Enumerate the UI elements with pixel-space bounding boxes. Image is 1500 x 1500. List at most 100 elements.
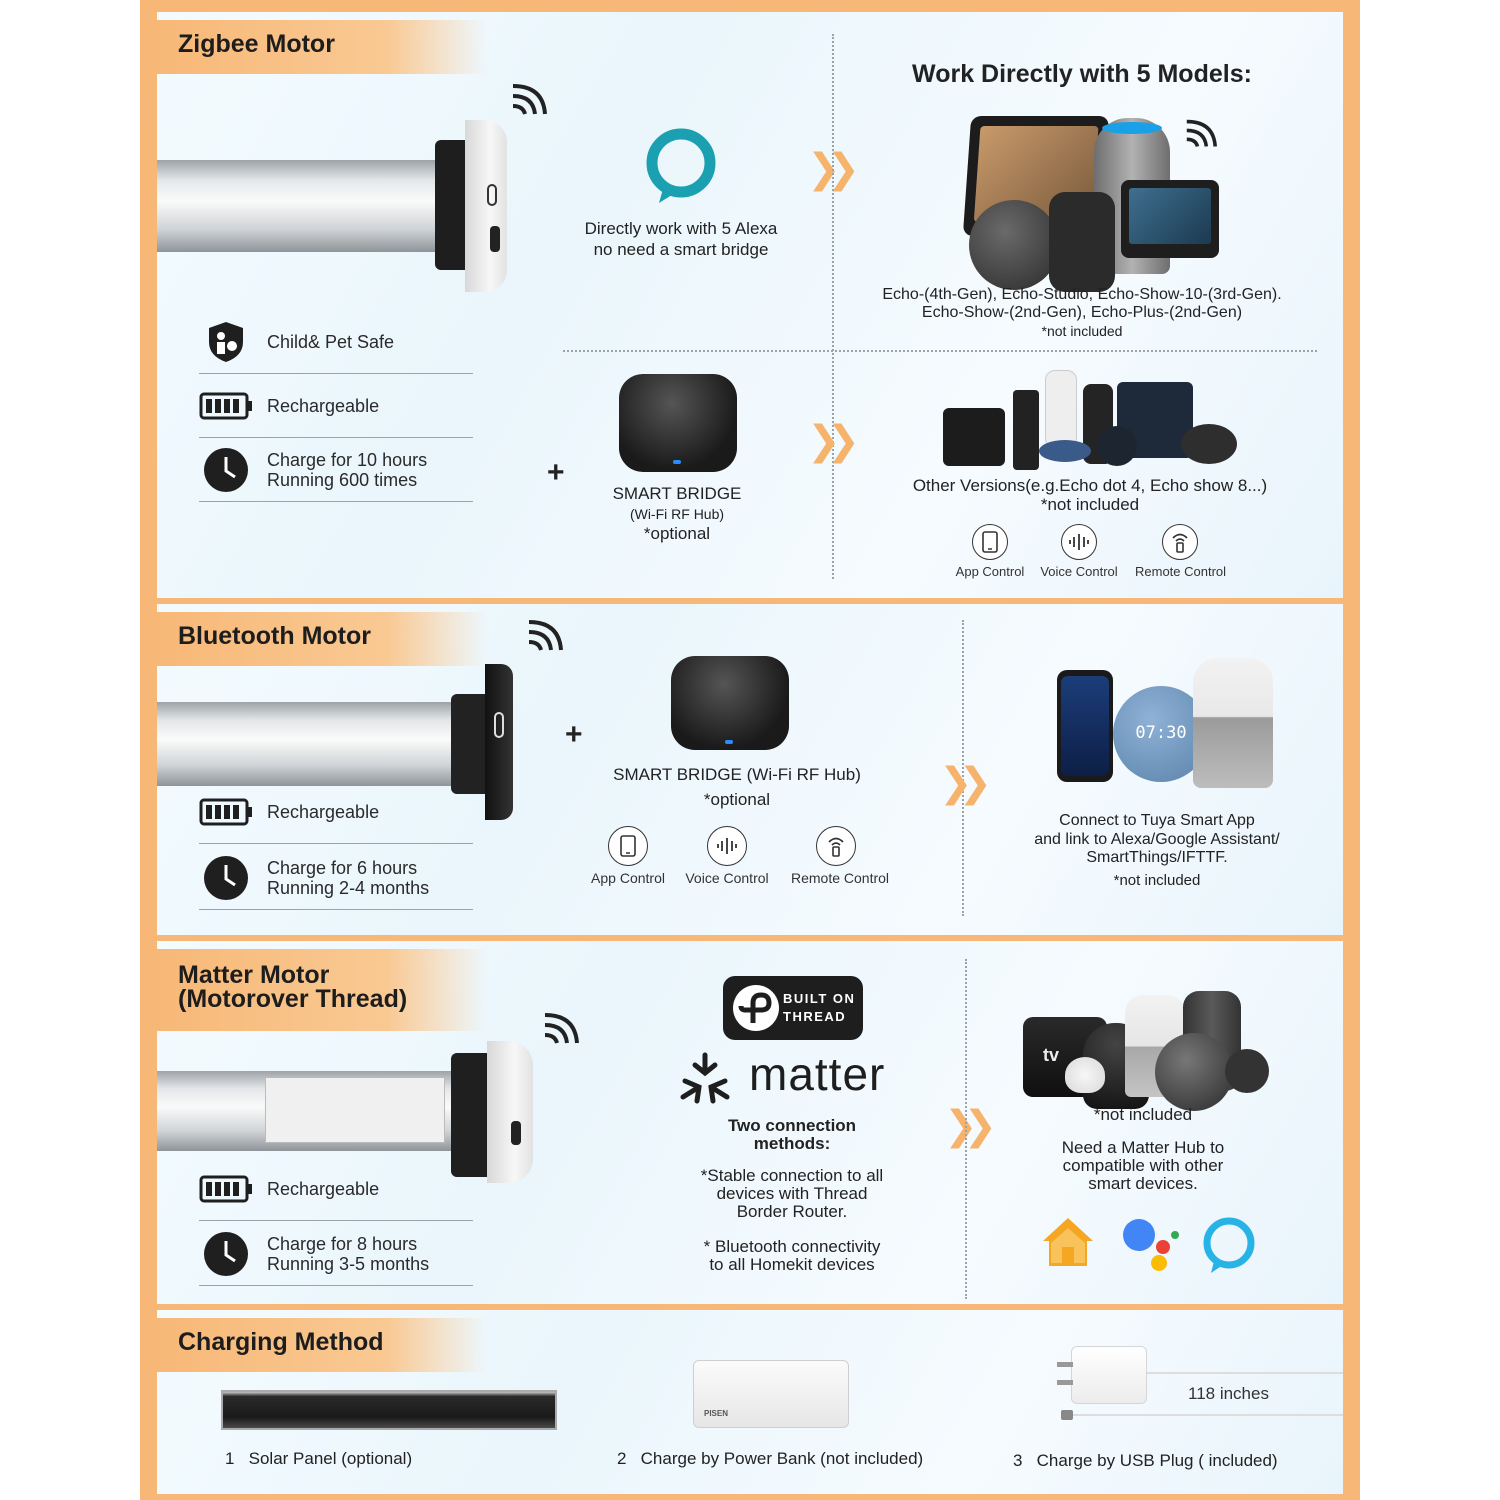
echo-show-2nd-gen-device xyxy=(1121,180,1219,258)
charging-item-1: 1 Solar Panel (optional) xyxy=(225,1449,413,1468)
charge-hours-text: Charge for 8 hours xyxy=(267,1233,418,1254)
smartphone-device xyxy=(1057,670,1113,782)
hub-not-included: *not included xyxy=(1093,1105,1193,1124)
battery-icon xyxy=(199,792,253,832)
feature-label: Charge for 6 hours Running 2-4 months xyxy=(267,858,429,898)
battery-icon xyxy=(199,386,253,426)
models-list: Echo-(4th-Gen), Echo-Studio, Echo-Show-1… xyxy=(882,286,1282,339)
echo-show-5-device xyxy=(943,408,1005,466)
zigbee-motor-endcap xyxy=(465,120,507,292)
echo-white-device xyxy=(1045,370,1077,448)
charging-panel: Charging Method PISEN 118 inches 1 Solar… xyxy=(157,1310,1343,1494)
smart-bridge-device xyxy=(619,374,737,472)
charging-title: Charging Method xyxy=(157,1318,487,1372)
plus-sign: + xyxy=(565,718,583,751)
models-title: Work Directly with 5 Models: xyxy=(912,60,1252,88)
usb-plug-image xyxy=(1071,1346,1147,1404)
voice-wave-icon xyxy=(1061,524,1097,560)
bluetooth-title: Bluetooth Motor xyxy=(157,612,487,666)
remote-signal-icon xyxy=(816,826,856,866)
remote-control-item: Remote Control xyxy=(791,826,889,886)
clock-icon xyxy=(199,855,253,900)
bluetooth-connectivity-text: * Bluetooth connectivity to all Homekit … xyxy=(703,1237,881,1274)
phone-app-icon xyxy=(608,826,648,866)
smart-bridge-device xyxy=(671,656,789,750)
thread-logo-icon xyxy=(733,985,779,1031)
charging-item-2: 2 Charge by Power Bank (not included) xyxy=(617,1449,924,1468)
voice-control-item: Voice Control xyxy=(682,826,772,886)
plus-sign: + xyxy=(547,456,565,489)
child-pet-safe-icon xyxy=(199,321,253,362)
feature-label: Rechargeable xyxy=(267,801,380,822)
google-home-device xyxy=(1193,658,1273,788)
feature-rechargeable: Rechargeable xyxy=(199,374,473,438)
feature-label: Charge for 8 hours Running 3-5 months xyxy=(267,1234,429,1274)
bluetooth-motor-endcap xyxy=(485,664,513,820)
clock-display: 07:30 xyxy=(1135,723,1187,743)
cable-length: 118 inches xyxy=(1188,1384,1269,1403)
chevron-right-icon: ❯❯ xyxy=(939,760,992,806)
zigbee-charge-port-icon xyxy=(490,226,500,252)
alexa-logo-icon xyxy=(646,128,716,203)
apple-tv-label: tv xyxy=(1043,1045,1060,1065)
echo-studio-device xyxy=(1049,192,1115,292)
feature-label: Charge for 10 hours Running 600 times xyxy=(267,450,427,490)
clock-icon xyxy=(199,447,253,492)
echo-device xyxy=(1013,390,1039,470)
cable-line xyxy=(1147,1372,1343,1374)
app-control-item: App Control xyxy=(945,524,1035,579)
running-times-text: Running 600 times xyxy=(267,469,418,490)
usb-c-connector-icon xyxy=(1061,1410,1073,1420)
plug-prong xyxy=(1057,1380,1073,1385)
zigbee-title: Zigbee Motor xyxy=(157,20,487,74)
homepod-mini-device xyxy=(1065,1057,1105,1093)
battery-icon xyxy=(199,1169,253,1209)
app-control-item: App Control xyxy=(583,826,673,886)
echo-dot-4-device xyxy=(1181,424,1237,464)
echo-dot-device xyxy=(1225,1049,1269,1093)
matter-panel: Matter Motor (Motorover Thread) Recharge… xyxy=(157,941,1343,1304)
bluetooth-usb-port-icon xyxy=(494,712,504,738)
zigbee-usb-port-icon xyxy=(487,184,497,206)
chevron-right-icon: ❯❯ xyxy=(944,1103,997,1149)
alexa-icon xyxy=(1203,1217,1255,1273)
feature-label: Rechargeable xyxy=(267,395,380,416)
feature-charge-time: Charge for 6 hours Running 2-4 months xyxy=(199,846,473,910)
matter-charge-port-icon xyxy=(511,1121,521,1145)
horizontal-divider xyxy=(563,350,1317,352)
apple-home-icon xyxy=(1043,1218,1093,1266)
stable-connection-text: *Stable connection to all devices with T… xyxy=(700,1166,884,1221)
zigbee-wifi-signal-icon xyxy=(512,84,547,115)
matter-title: Matter Motor (Motorover Thread) xyxy=(157,949,487,1031)
matter-hub-text: Need a Matter Hub to compatible with oth… xyxy=(1061,1138,1225,1193)
vertical-divider xyxy=(965,959,967,1299)
remote-signal-icon xyxy=(1162,524,1198,560)
feature-charge-time: Charge for 8 hours Running 3-5 months xyxy=(199,1222,473,1286)
bluetooth-wifi-signal-icon xyxy=(528,620,563,651)
bluetooth-motor-tube xyxy=(157,702,457,786)
matter-motor-endcap xyxy=(487,1041,533,1183)
echo-4th-gen-device xyxy=(969,200,1059,290)
echo-spot-device xyxy=(1097,426,1137,466)
voice-wave-icon xyxy=(707,826,747,866)
chevron-right-icon: ❯❯ xyxy=(807,146,860,192)
cable-line xyxy=(1069,1414,1343,1416)
vertical-divider xyxy=(832,34,834,579)
echo-dot-device xyxy=(1039,440,1091,462)
bluetooth-panel: Bluetooth Motor Rechargeable Charge for … xyxy=(157,604,1343,935)
voice-control-item: Voice Control xyxy=(1034,524,1124,579)
plug-prong xyxy=(1057,1362,1073,1367)
running-months-text: Running 3-5 months xyxy=(267,1253,430,1274)
matter-wordmark: matter xyxy=(749,1048,886,1100)
running-months-text: Running 2-4 months xyxy=(267,877,430,898)
vertical-divider xyxy=(962,620,964,916)
feature-charge-time: Charge for 10 hours Running 600 times xyxy=(199,438,473,502)
smart-bridge-label: SMART BRIDGE (Wi-Fi RF Hub) *optional xyxy=(613,765,861,809)
matter-wifi-signal-icon xyxy=(544,1013,579,1044)
charge-hours-text: Charge for 6 hours xyxy=(267,857,418,878)
connection-methods-title: Two connection methods: xyxy=(727,1116,857,1153)
power-bank-image: PISEN xyxy=(693,1360,849,1428)
chevron-right-icon: ❯❯ xyxy=(807,418,860,464)
feature-label: Rechargeable xyxy=(267,1178,380,1199)
google-assistant-icon xyxy=(1123,1219,1179,1271)
